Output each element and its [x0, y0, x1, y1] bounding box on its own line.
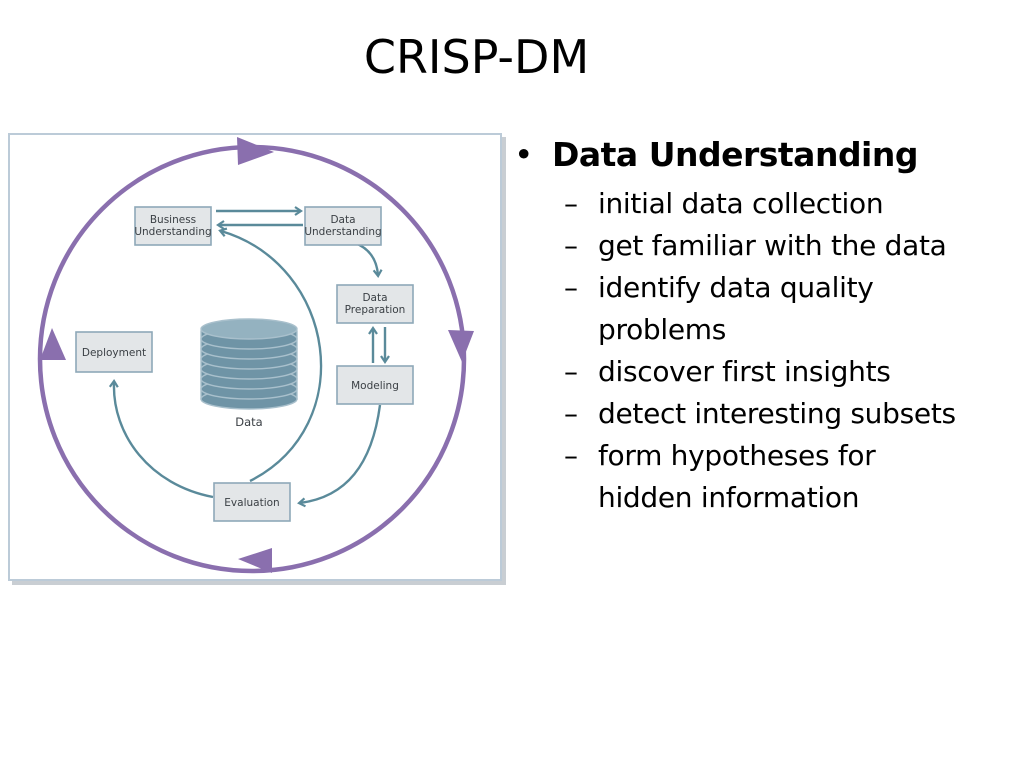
sub-bullet-text: detect interesting subsets: [598, 397, 956, 431]
stage-evaluation-label: Evaluation: [224, 497, 279, 509]
sub-bullet-item: – discover first insights: [510, 351, 1020, 393]
sub-bullet-marker: –: [564, 397, 578, 431]
arrow-understanding-to-preparation: [354, 241, 383, 278]
stage-data-understanding: Data Understanding: [304, 206, 382, 246]
sub-bullet-text: get familiar with the data: [598, 229, 947, 263]
sub-bullet-text: identify data quality problems: [598, 271, 874, 347]
sub-bullet-marker: –: [564, 229, 578, 263]
sub-bullet-text: initial data collection: [598, 187, 884, 221]
stage-data-preparation-line-2: Preparation: [345, 304, 406, 316]
stage-business-understanding-line-1: Business: [150, 214, 196, 226]
outer-cycle-arrow-top: [237, 137, 274, 165]
sub-bullet-item: – form hypotheses for hidden information: [510, 435, 918, 519]
sub-bullet-text: discover first insights: [598, 355, 891, 389]
sub-bullet-marker: –: [564, 355, 578, 389]
sub-bullet-list: – initial data collection – get familiar…: [510, 183, 1020, 519]
stage-deployment-label: Deployment: [82, 347, 146, 359]
stage-data-understanding-line-2: Understanding: [304, 226, 381, 238]
stage-business-understanding-line-2: Understanding: [134, 226, 211, 238]
outer-cycle-arrow-bottom: [238, 548, 272, 573]
stage-data-preparation: Data Preparation: [336, 284, 414, 324]
stage-modeling-label: Modeling: [351, 380, 399, 392]
bullet-list: • Data Understanding – initial data coll…: [510, 134, 1020, 519]
sub-bullet-item: – initial data collection: [510, 183, 1020, 225]
crisp-dm-diagram: Data Business Understanding Data Underst…: [8, 133, 502, 581]
stage-modeling: Modeling: [336, 365, 414, 405]
stage-deployment: Deployment: [75, 331, 153, 373]
database-icon: [200, 318, 298, 410]
data-store-label: Data: [235, 415, 262, 429]
bullet-heading-text: Data Understanding: [552, 135, 919, 174]
outer-cycle-arrow-right: [448, 330, 474, 362]
arrow-evaluation-to-deployment: [108, 379, 214, 499]
sub-bullet-item: – identify data quality problems: [510, 267, 938, 351]
arrow-modeling-to-evaluation: [297, 404, 382, 508]
bullet-marker: •: [514, 135, 533, 174]
sub-bullet-text: form hypotheses for hidden information: [598, 439, 876, 515]
bullet-heading: • Data Understanding: [510, 134, 1020, 175]
stage-evaluation: Evaluation: [213, 482, 291, 522]
sub-bullet-marker: –: [564, 187, 578, 221]
outer-cycle-arrow-left: [40, 328, 66, 360]
stage-data-preparation-line-1: Data: [362, 292, 387, 304]
sub-bullet-marker: –: [564, 271, 578, 305]
arrow-evaluation-to-business: [218, 227, 323, 483]
slide-title: CRISP-DM: [363, 30, 590, 84]
sub-bullet-item: – detect interesting subsets: [510, 393, 1020, 435]
sub-bullet-marker: –: [564, 439, 578, 473]
stage-data-understanding-line-1: Data: [330, 214, 355, 226]
stage-business-understanding: Business Understanding: [134, 206, 212, 246]
sub-bullet-item: – get familiar with the data: [510, 225, 1020, 267]
